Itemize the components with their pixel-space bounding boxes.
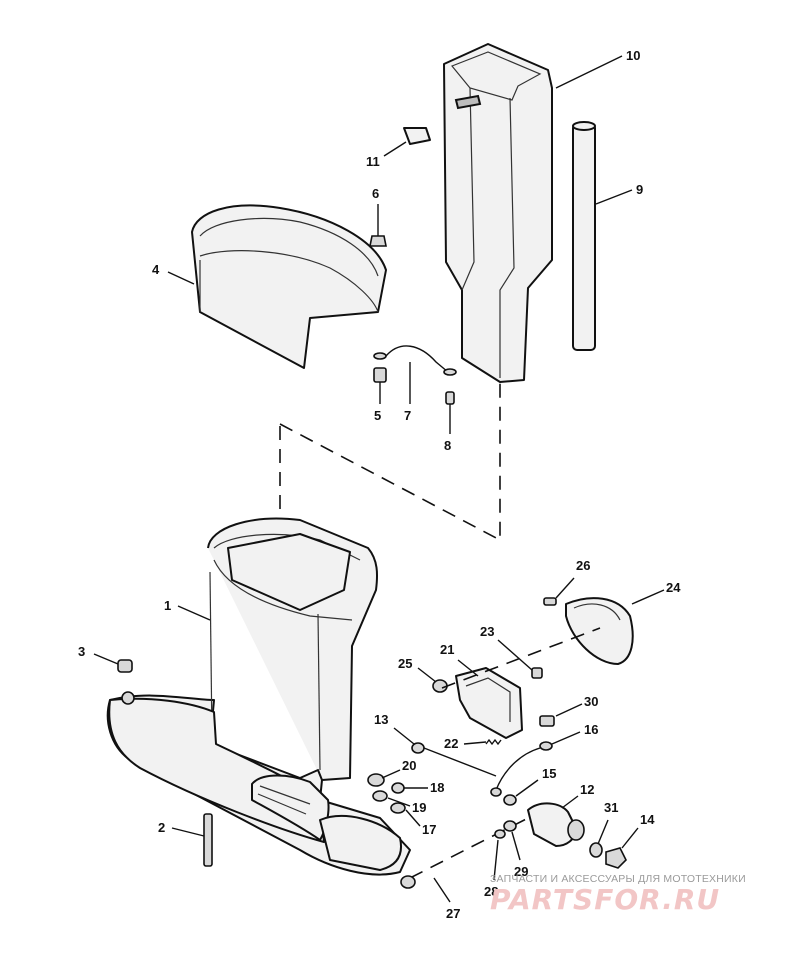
washer-28 (494, 829, 506, 839)
callout-label: 5 (374, 408, 381, 423)
callout-label: 29 (514, 864, 528, 879)
bolt-23 (531, 667, 543, 679)
callout-label: 9 (636, 182, 643, 197)
callout-27: 27 (433, 877, 460, 921)
driveshaft-housing (106, 517, 411, 876)
callout-31: 31 (597, 800, 618, 845)
callout-label: 22 (444, 736, 458, 751)
callout-29: 29 (511, 831, 528, 879)
assembly-line-3 (409, 811, 541, 879)
callout-label: 1 (164, 598, 171, 613)
callout-label: 21 (440, 642, 454, 657)
callout-17: 17 (405, 809, 436, 837)
anode-24 (565, 597, 634, 665)
callout-label: 19 (412, 800, 426, 815)
callout-2: 2 (158, 820, 205, 837)
screw-30 (539, 715, 555, 727)
callout-18: 18 (404, 780, 444, 795)
fitting-12 (527, 802, 585, 847)
bolt-27 (400, 875, 416, 889)
assembly-line-2 (441, 627, 601, 689)
exhaust-tube (443, 43, 553, 383)
callout-15: 15 (515, 766, 556, 797)
callout-label: 27 (446, 906, 460, 921)
callout-label: 14 (640, 812, 655, 827)
callout-9: 9 (595, 182, 643, 205)
callout-25: 25 (398, 656, 437, 683)
nut-29 (503, 820, 517, 832)
callout-14: 14 (621, 812, 655, 849)
screw-8 (445, 391, 455, 405)
callout-label: 26 (576, 558, 590, 573)
bolt-13 (411, 742, 497, 777)
watermark-caption: ЗАПЧАСТИ И АКСЕССУАРЫ ДЛЯ МОТОТЕХНИКИ (490, 873, 746, 885)
callout-16: 16 (551, 722, 598, 745)
callout-7: 7 (404, 362, 411, 423)
washer-15 (503, 794, 517, 806)
nut-14 (605, 847, 627, 869)
callout-label: 12 (580, 782, 594, 797)
watermark-logo: PARTSFOR.RU (490, 883, 721, 916)
callout-label: 7 (404, 408, 411, 423)
callout-label: 16 (584, 722, 598, 737)
ground-wire-16 (490, 741, 553, 797)
callout-4: 4 (152, 262, 195, 285)
callout-label: 4 (152, 262, 160, 277)
watermark: ЗАПЧАСТИ И АКСЕССУАРЫ ДЛЯ МОТОТЕХНИКИ PA… (490, 873, 790, 916)
callout-8: 8 (444, 404, 451, 453)
callout-5: 5 (374, 382, 381, 423)
callout-28: 28 (484, 839, 499, 899)
callout-label: 2 (158, 820, 165, 835)
screw-26 (543, 597, 557, 606)
callout-label: 3 (78, 644, 85, 659)
assembly-line-1 (279, 380, 501, 542)
callout-label: 6 (372, 186, 379, 201)
callout-label: 30 (584, 694, 598, 709)
callout-label: 25 (398, 656, 412, 671)
washer-stack (367, 773, 406, 814)
callout-22: 22 (444, 736, 487, 751)
callout-13: 13 (374, 712, 415, 745)
callout-label: 31 (604, 800, 618, 815)
washer-31 (589, 842, 603, 858)
screw-5 (373, 367, 387, 383)
callout-23: 23 (480, 624, 533, 671)
water-tube (572, 121, 596, 351)
callout-24: 24 (631, 580, 681, 605)
curved-shield (191, 204, 387, 369)
callout-30: 30 (555, 694, 598, 717)
ground-strap (373, 345, 457, 376)
callout-label: 28 (484, 884, 498, 899)
callout-label: 20 (402, 758, 416, 773)
callout-6: 6 (372, 186, 379, 201)
callout-10: 10 (555, 48, 640, 89)
callout-11: 11 (366, 141, 407, 169)
callout-label: 8 (444, 438, 451, 453)
callout-3: 3 (78, 644, 119, 665)
block-11 (403, 127, 431, 145)
callout-label: 11 (366, 154, 380, 169)
callout-label: 24 (666, 580, 681, 595)
callout-label: 13 (374, 712, 388, 727)
screw-6 (369, 204, 387, 247)
plug-3 (117, 659, 133, 673)
callout-26: 26 (555, 558, 590, 599)
callout-label: 18 (430, 780, 444, 795)
callout-12: 12 (561, 782, 594, 809)
callout-19: 19 (387, 797, 426, 815)
callout-label: 17 (422, 822, 436, 837)
callout-21: 21 (440, 642, 479, 677)
callout-label: 15 (542, 766, 556, 781)
callout-1: 1 (164, 598, 211, 621)
spring-22 (485, 738, 502, 746)
callout-label: 23 (480, 624, 494, 639)
callout-label: 10 (626, 48, 640, 63)
callout-20: 20 (381, 758, 416, 779)
clamp-21 (455, 667, 523, 739)
stud-2 (203, 813, 213, 867)
